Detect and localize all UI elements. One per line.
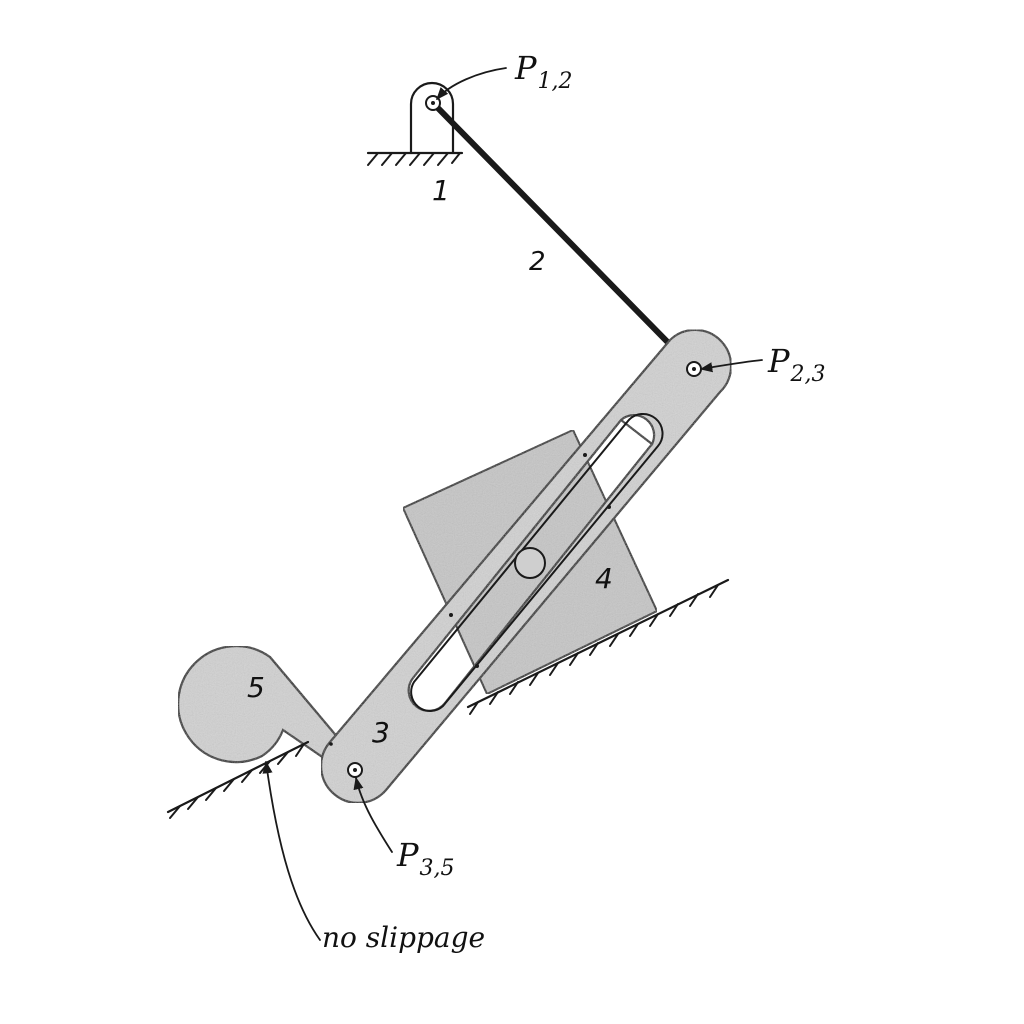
- pivot-p35: [347, 762, 363, 778]
- leader-no-slippage: [262, 760, 321, 941]
- label-p35: P3,5: [396, 836, 455, 881]
- leader-p35: [353, 776, 393, 853]
- pivot-p23: [686, 361, 702, 377]
- label-link-2: 2: [529, 247, 546, 277]
- slider-pin: [514, 547, 546, 579]
- label-no-slippage: no slippage: [322, 921, 485, 954]
- ground-link-1: [366, 81, 464, 166]
- label-link-1: 1: [432, 174, 450, 207]
- label-p12: P1,2: [514, 49, 573, 94]
- label-link-4: 4: [595, 562, 613, 595]
- link-5-disc: [177, 645, 362, 778]
- leader-p23: [699, 359, 763, 373]
- label-link-5: 5: [247, 671, 265, 704]
- link-3-slotted-bar: [320, 328, 733, 804]
- label-p23: P2,3: [767, 342, 826, 387]
- ground-incline-right: [466, 578, 730, 715]
- link-2-rod: [430, 100, 697, 372]
- label-link-3: 3: [372, 716, 390, 749]
- leader-p12: [436, 67, 507, 100]
